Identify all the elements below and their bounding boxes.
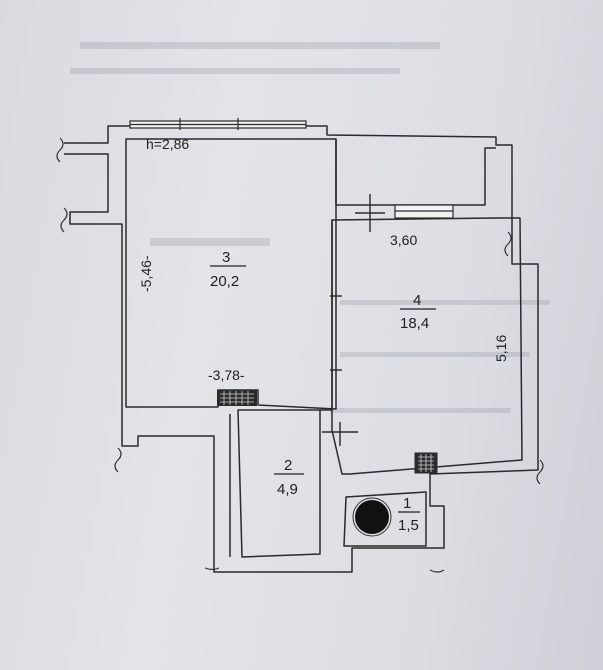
door-ticks	[322, 194, 385, 446]
vent-room-4	[414, 452, 438, 474]
room-4-width-dimension: 3,60	[390, 232, 417, 248]
room-4-number: 4	[413, 292, 421, 309]
walls	[64, 125, 539, 573]
room-2-inner-wall	[237, 409, 321, 558]
ceiling-height-label: h=2,86	[146, 136, 189, 152]
break-marks	[56, 137, 544, 573]
room-3-area: 20,2	[210, 273, 239, 290]
windows	[129, 118, 454, 219]
vent-room-3	[217, 390, 257, 406]
room-1-number: 1	[403, 495, 411, 512]
room-label-bars	[210, 265, 436, 513]
room-3-width-dimension: -3,78-	[208, 367, 245, 383]
background-bleed-through	[70, 42, 550, 413]
room-2-area: 4,9	[277, 481, 298, 498]
room-1-area: 1,5	[398, 517, 419, 534]
room-1-wall	[343, 491, 427, 547]
room-2-number: 2	[284, 457, 292, 474]
loggia-wall	[335, 139, 496, 206]
outer-wall-outline	[64, 125, 539, 573]
corridor-wall	[320, 220, 333, 411]
room-4-area: 18,4	[400, 315, 429, 332]
room-3-inner-wall	[125, 138, 337, 410]
sanitary-fixture	[352, 497, 392, 537]
left-wall-dimension: -5,46-	[138, 255, 154, 292]
right-wall-dimension: 5,16	[493, 335, 509, 362]
room-3-number: 3	[222, 249, 230, 266]
